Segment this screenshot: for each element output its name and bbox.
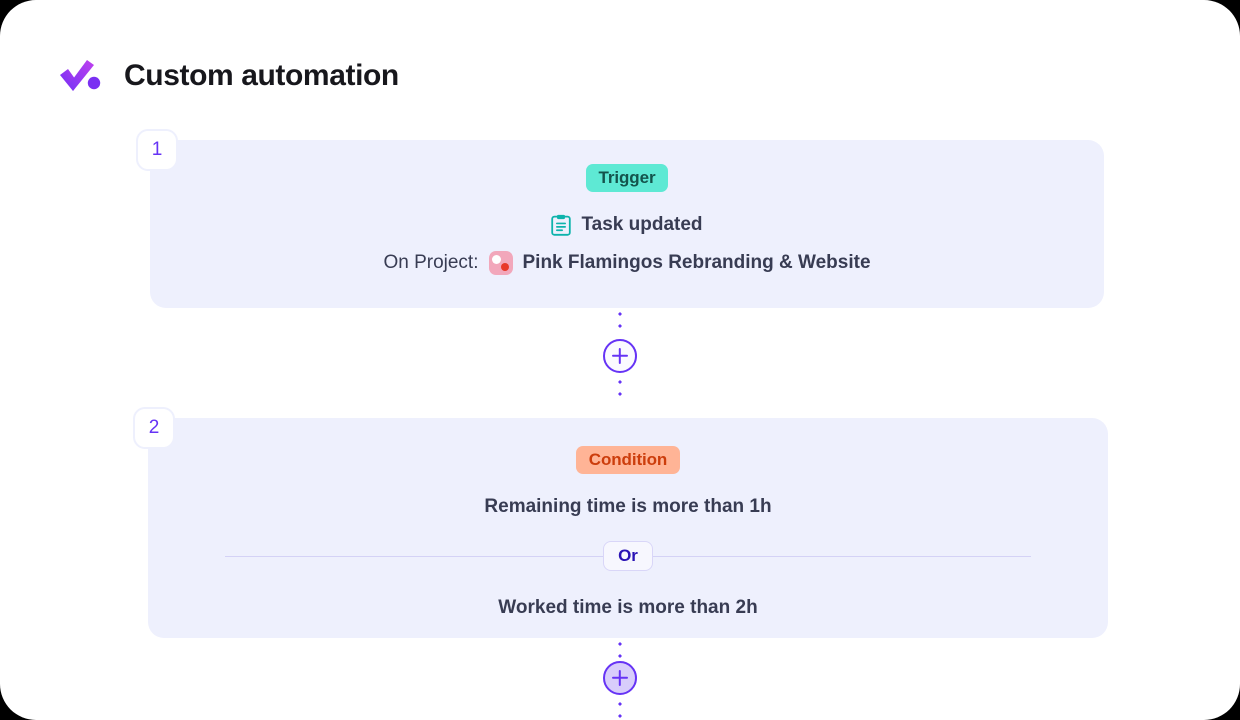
- add-step-button-2[interactable]: [603, 661, 637, 696]
- checkmark-dot-logo-icon: [56, 52, 104, 100]
- trigger-project-row: On Project: Pink Flamingos Rebranding & …: [383, 251, 871, 275]
- connector-line-top-2: [618, 638, 622, 659]
- plus-icon: [612, 348, 628, 364]
- plus-icon: [612, 670, 628, 686]
- condition-type-badge: Condition: [575, 446, 681, 474]
- connector-line-bottom-2: [618, 698, 622, 720]
- condition-text-1: Remaining time is more than 1h: [484, 496, 772, 517]
- add-step-button-1[interactable]: [603, 339, 637, 373]
- trigger-type-badge: Trigger: [585, 164, 669, 192]
- page-header: Custom automation: [56, 52, 399, 100]
- trigger-action-label: Task updated: [581, 214, 703, 235]
- step-number-badge-2: 2: [133, 407, 175, 449]
- trigger-step-card[interactable]: Trigger Task updated On Project:: [150, 140, 1104, 308]
- connector-line-bottom: [618, 376, 622, 404]
- operator-badge[interactable]: Or: [603, 541, 653, 571]
- page-title: Custom automation: [124, 59, 399, 92]
- condition-text-2: Worked time is more than 2h: [498, 597, 758, 618]
- project-name: Pink Flamingos Rebranding & Website: [522, 252, 871, 273]
- condition-step-card[interactable]: Condition Remaining time is more than 1h…: [148, 418, 1108, 638]
- connector-2: [0, 638, 1240, 720]
- project-label: On Project:: [383, 252, 479, 273]
- clipboard-icon: [551, 214, 572, 236]
- condition-operator-divider: Or: [225, 541, 1031, 571]
- project-avatar-icon: [488, 251, 513, 275]
- trigger-action-row: Task updated: [551, 214, 703, 236]
- connector-line-top: [618, 308, 622, 336]
- connector-1: [0, 308, 1240, 418]
- step-number-badge-1: 1: [136, 129, 178, 171]
